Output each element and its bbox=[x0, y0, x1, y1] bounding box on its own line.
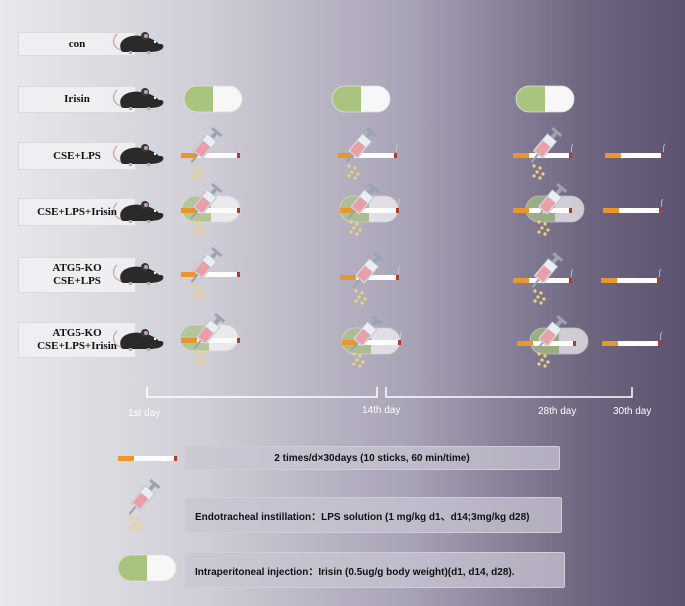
group-label-atg5-cse-lps: ATG5-KO CSE+LPS bbox=[18, 257, 136, 293]
cigarette-icon bbox=[604, 143, 666, 159]
syringe-icon bbox=[124, 478, 161, 533]
group-label-line: ATG5-KO bbox=[52, 327, 102, 339]
capsule-icon bbox=[331, 85, 391, 113]
group-label-line: CSE+LPS+Irisin bbox=[37, 340, 117, 352]
timeline-bracket bbox=[146, 387, 633, 398]
group-label-cse-lps: CSE+LPS bbox=[18, 142, 136, 170]
cigarette-icon bbox=[600, 268, 662, 284]
cigarette-icon bbox=[601, 331, 663, 347]
group-label-line: CSE+LPS bbox=[53, 149, 101, 162]
mouse-icon bbox=[112, 143, 164, 167]
mouse-icon bbox=[112, 87, 164, 111]
mouse-icon bbox=[112, 31, 164, 55]
day-label-14: 14th day bbox=[362, 405, 401, 416]
capsule-icon bbox=[183, 85, 243, 113]
legend-cigarette: 2 times/d×30days (10 sticks, 60 min/time… bbox=[184, 446, 560, 470]
group-label-cse-lps-irisin: CSE+LPS+Irisin bbox=[18, 198, 136, 226]
legend-capsule: Intraperitoneal injection：Irisin (0.5ug/… bbox=[184, 552, 565, 588]
group-label-line: ATG5-KO bbox=[52, 262, 102, 274]
legend-syringe: Endotracheal instillation：LPS solution (… bbox=[184, 497, 562, 533]
mouse-icon bbox=[112, 262, 164, 286]
group-label-line: Irisin bbox=[64, 93, 90, 105]
group-label-line: con bbox=[68, 37, 86, 50]
group-label-atg5-cse-lps-irisin: ATG5-KO CSE+LPS+Irisin bbox=[18, 322, 136, 358]
mouse-icon bbox=[112, 328, 164, 352]
group-label-line: CSE+LPS+Irisin bbox=[37, 205, 117, 218]
group-label-line: CSE+LPS bbox=[53, 275, 101, 287]
capsule-icon bbox=[117, 554, 177, 582]
group-label-irisin: Irisin bbox=[18, 86, 136, 113]
capsule-icon bbox=[515, 85, 575, 113]
cigarette-icon bbox=[602, 198, 664, 214]
day-label-1: 1st day bbox=[128, 408, 161, 419]
cigarette-icon bbox=[117, 446, 179, 462]
day-label-30: 30th day bbox=[613, 406, 652, 417]
day-label-28: 28th day bbox=[538, 406, 577, 417]
mouse-icon bbox=[112, 200, 164, 224]
group-label-con: con bbox=[18, 32, 136, 56]
